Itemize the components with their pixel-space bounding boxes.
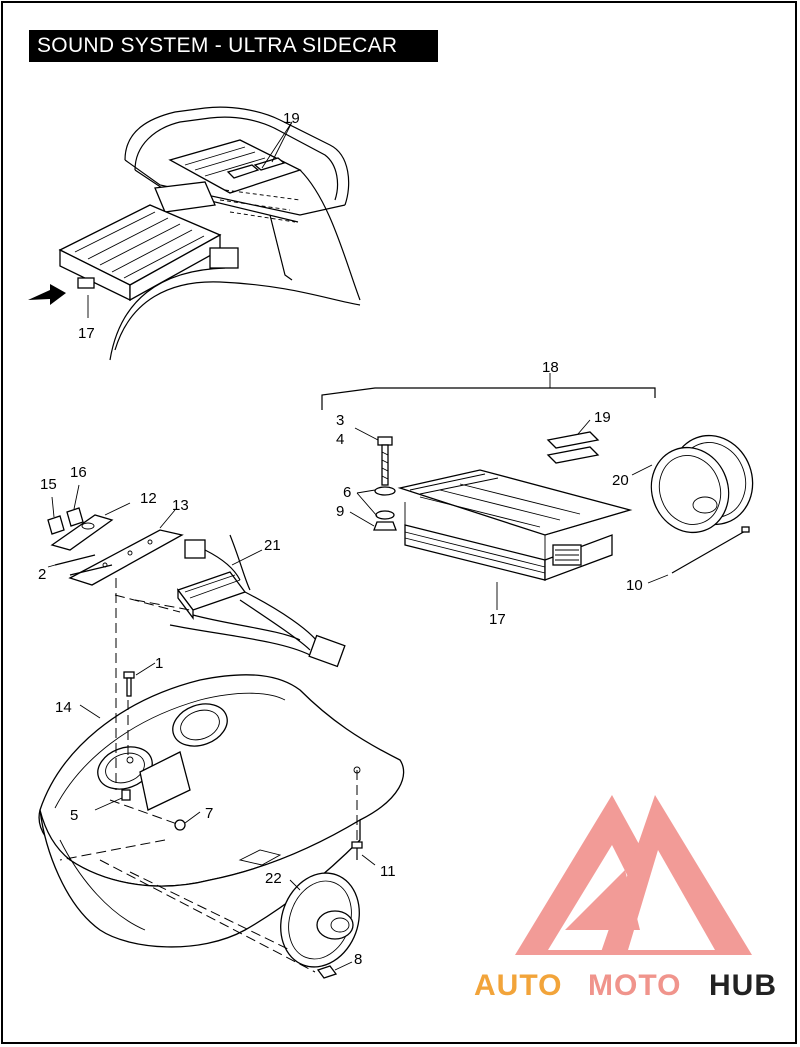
amplifier-kit-view bbox=[321, 373, 754, 610]
callout-14: 14 bbox=[55, 699, 72, 716]
callout-labels: 19 17 18 3 4 19 20 6 9 17 10 15 16 12 13… bbox=[38, 110, 643, 968]
callout-20: 20 bbox=[612, 472, 629, 489]
callout-21: 21 bbox=[264, 537, 281, 554]
callout-9: 9 bbox=[336, 503, 344, 520]
callout-17-kit: 17 bbox=[489, 611, 506, 628]
sidecar-body-view bbox=[38, 578, 405, 979]
callout-17-top: 17 bbox=[78, 325, 95, 342]
page-title: SOUND SYSTEM - ULTRA SIDECAR bbox=[29, 30, 438, 62]
callout-13: 13 bbox=[172, 497, 189, 514]
watermark-word-moto: MOTO bbox=[588, 969, 681, 1002]
watermark-logo bbox=[515, 795, 752, 955]
watermark-text: AUTO MOTO HUB bbox=[474, 969, 777, 1002]
callout-11: 11 bbox=[380, 863, 396, 880]
direction-arrow-icon bbox=[28, 284, 66, 305]
callout-2: 2 bbox=[38, 566, 46, 583]
callout-19-kit: 19 bbox=[594, 409, 611, 426]
callout-4: 4 bbox=[336, 431, 344, 448]
callout-3: 3 bbox=[336, 412, 344, 429]
callout-12: 12 bbox=[140, 490, 157, 507]
callout-7: 7 bbox=[205, 805, 213, 822]
callout-16: 16 bbox=[70, 464, 87, 481]
callout-1: 1 bbox=[155, 655, 163, 672]
callout-10: 10 bbox=[626, 577, 643, 594]
callout-5: 5 bbox=[70, 807, 78, 824]
watermark-word-hub: HUB bbox=[709, 969, 777, 1002]
watermark-word-auto: AUTO bbox=[474, 969, 562, 1002]
callout-15: 15 bbox=[40, 476, 57, 493]
top-assembly-view bbox=[28, 106, 361, 361]
callout-6: 6 bbox=[343, 484, 351, 501]
callout-22: 22 bbox=[265, 870, 282, 887]
callout-8: 8 bbox=[354, 951, 362, 968]
harness-hardware-view bbox=[47, 484, 346, 668]
callout-19-top: 19 bbox=[283, 110, 300, 127]
callout-18: 18 bbox=[542, 359, 559, 376]
